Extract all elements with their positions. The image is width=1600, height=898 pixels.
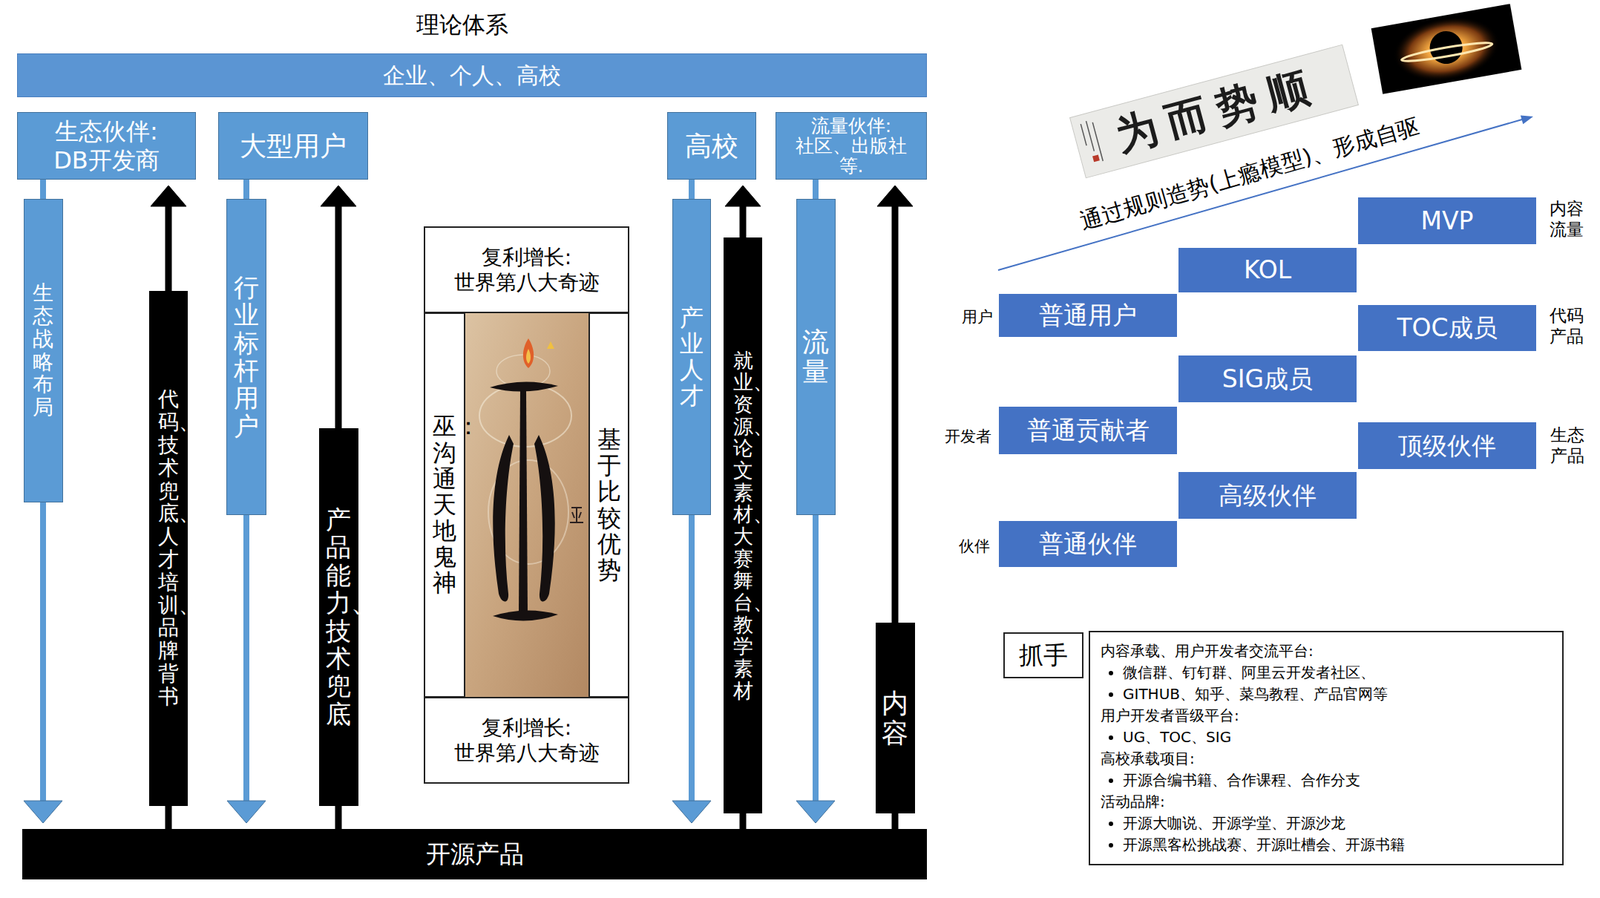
level-step: TOC成员: [1357, 304, 1537, 352]
arrow-head: [227, 800, 266, 824]
flow-label-box: 产品能力、技术兜底: [319, 428, 359, 806]
level-step: 普通贡献者: [998, 405, 1178, 455]
flow-label-box: 代码、技术兜底、人才培训、品牌背书: [149, 290, 188, 806]
flow-arrow: [672, 179, 711, 824]
flow-arrow: [877, 185, 913, 829]
node-label: 复利增长: 世界第八大奇迹: [432, 715, 621, 766]
level-step: 顶级伙伴: [1357, 421, 1537, 470]
black-hole-image: [1371, 3, 1523, 95]
node-label: 巫：沟通天地鬼神: [432, 413, 457, 596]
node-label: 流量伙伴: 社区、出版社 等.: [783, 115, 919, 176]
node-label: 高校: [684, 129, 739, 162]
product-bar: 开源产品: [22, 828, 927, 880]
node-label: 高级伙伴: [1218, 480, 1317, 511]
row-label: 伙伴: [958, 537, 990, 556]
node-label: 抓手: [1018, 640, 1068, 671]
list-item: GITHUB、知乎、菜鸟教程、产品官网等: [1122, 683, 1552, 706]
node-label: 大型用户: [239, 129, 347, 162]
output-label: 内容 流量: [1545, 198, 1588, 240]
partner-box: 流量伙伴: 社区、出版社 等.: [775, 112, 927, 180]
flow-label-box: 内容: [875, 622, 916, 814]
vertical-cell: 巫：沟通天地鬼神: [423, 312, 466, 698]
flow-label: 内容: [881, 688, 909, 748]
level-step: 高级伙伴: [1177, 471, 1358, 520]
level-step: SIG成员: [1177, 354, 1358, 403]
level-step: 普通伙伴: [998, 520, 1178, 568]
list-heading: 活动品牌:: [1100, 791, 1552, 813]
output-label: 代码 产品: [1545, 305, 1588, 347]
node-label: 普通贡献者: [1027, 415, 1150, 446]
flow-label-box: 行业标杆用户: [226, 198, 267, 516]
arrow-head: [725, 185, 761, 207]
node-label: KOL: [1243, 255, 1292, 285]
node-label: 开源产品: [425, 839, 524, 870]
flow-label: 产业人才: [679, 305, 704, 410]
flow-label-box: 产业人才: [672, 198, 711, 516]
list-item: UG、TOC、SIG: [1122, 726, 1552, 749]
list-heading: 高校承载项目:: [1100, 748, 1552, 770]
flow-arrow: [796, 179, 835, 824]
text-cell: 复利增长: 世界第八大奇迹: [423, 226, 630, 314]
arrow-head: [672, 800, 711, 824]
flow-label: 行业标杆用户: [233, 273, 259, 441]
row-label: 用户: [961, 307, 993, 327]
node-label: 普通伙伴: [1038, 529, 1137, 559]
node-label: 复利增长: 世界第八大奇迹: [432, 244, 621, 295]
vertical-cell: 基于比较优势: [588, 312, 630, 698]
flow-label-box: 流量: [796, 198, 836, 516]
row-label: 开发者: [944, 427, 992, 447]
output-label: 生态 产品: [1546, 425, 1589, 467]
flow-label-box: 生态战略布局: [23, 198, 64, 503]
node-label: 顶级伙伴: [1398, 431, 1497, 461]
node-label: 普通用户: [1038, 300, 1137, 331]
diagram-title: 理论体系: [0, 9, 925, 41]
flow-label: 代码、技术兜底、人才培训、品牌背书: [158, 388, 179, 708]
flow-label: 产品能力、技术兜底: [325, 506, 352, 729]
list-item: 开源大咖说、开源学堂、开源沙龙: [1122, 812, 1552, 835]
calligraphy-text: 为而势顺: [1110, 58, 1324, 161]
node-label: TOC成员: [1396, 313, 1497, 343]
arrow-head: [150, 185, 187, 207]
node-label: SIG成员: [1222, 364, 1313, 395]
node-label: 基于比较优势: [597, 426, 622, 584]
level-step: 普通用户: [998, 293, 1178, 338]
list-box: 内容承载、用户开发者交流平台:微信群、钉钉群、阿里云开发者社区、GITHUB、知…: [1088, 630, 1564, 866]
flow-label: 流量: [802, 327, 829, 386]
text-cell: 复利增长: 世界第八大奇迹: [423, 696, 630, 784]
tag-box: 抓手: [1003, 632, 1084, 679]
arrow-head: [877, 185, 913, 207]
list-item: 开源黑客松挑战赛、开源吐槽会、开源书籍: [1122, 834, 1552, 856]
flow-arrow: [23, 179, 63, 824]
arrow-head: [796, 800, 835, 824]
flow-label-box: 就业、资源、论文素材、大赛舞台、教学素材: [723, 237, 763, 814]
partner-box: 高校: [667, 112, 757, 180]
flow-label: 生态战略布局: [32, 282, 54, 420]
list-heading: 内容承载、用户开发者交流平台:: [1100, 640, 1552, 662]
group-band: 企业、个人、高校: [17, 53, 927, 98]
level-step: MVP: [1357, 196, 1537, 245]
partner-box: 生态伙伴: DB开发商: [17, 112, 196, 180]
node-label: 生态伙伴: DB开发商: [25, 117, 188, 175]
list-item: 微信群、钉钉群、阿里云开发者社区、: [1122, 661, 1552, 684]
list-heading: 用户开发者晋级平台:: [1100, 705, 1552, 727]
node-label: 企业、个人、高校: [382, 62, 562, 90]
flow-label: 就业、资源、论文素材、大赛舞台、教学素材: [733, 349, 754, 703]
wu-illustration: [464, 313, 590, 697]
node-label: MVP: [1421, 206, 1474, 236]
list-item: 开源合编书籍、合作课程、合作分支: [1122, 769, 1552, 792]
flow-arrow: [227, 179, 266, 824]
level-step: KOL: [1177, 247, 1358, 294]
arrow-head: [320, 185, 357, 207]
arrow-head: [23, 800, 63, 824]
partner-box: 大型用户: [218, 112, 369, 180]
